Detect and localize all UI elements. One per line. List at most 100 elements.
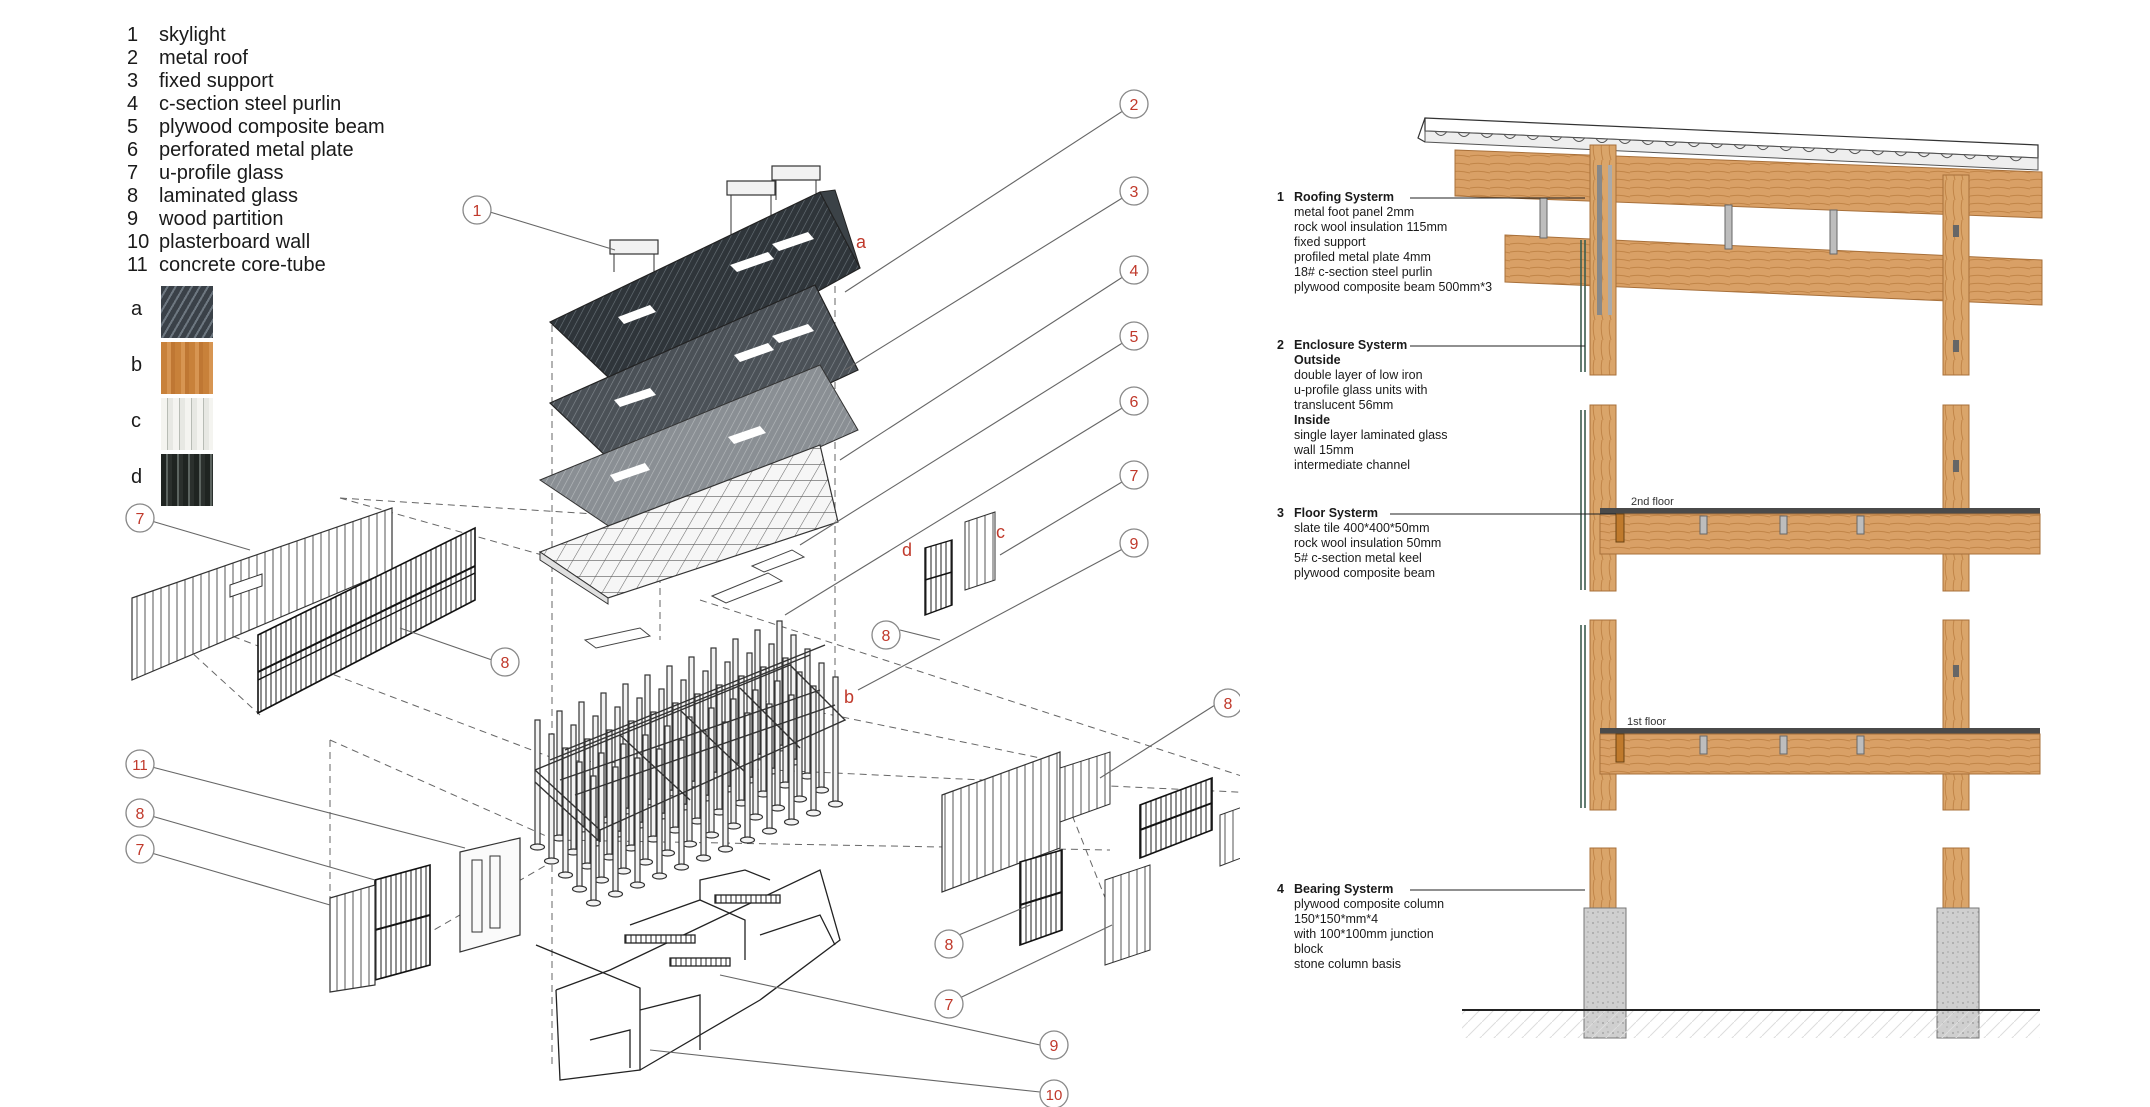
insulation-roof-layer — [548, 284, 859, 478]
column — [656, 748, 663, 875]
column-structure — [529, 620, 844, 907]
column — [570, 724, 577, 851]
column-footing — [651, 872, 668, 880]
right-u-profile-glass-wall — [941, 751, 1111, 893]
lower-left-u-glass-wall — [329, 884, 376, 993]
spec-subheading: Outside — [1294, 353, 1341, 367]
column-footing — [585, 899, 602, 907]
metal-roof-layer — [548, 189, 861, 397]
legend-label: skylight — [159, 24, 226, 46]
svg-text:9: 9 — [1130, 536, 1139, 553]
column-footing — [739, 836, 756, 844]
callout-8: 8 — [1213, 688, 1240, 718]
spec-line: block — [1294, 942, 1324, 956]
legend-label: fixed support — [159, 70, 274, 92]
column-footing — [629, 881, 646, 889]
roof-rib — [1549, 136, 1563, 141]
dark-glass-swatch — [161, 454, 213, 506]
spec-line: intermediate channel — [1294, 458, 1411, 472]
roof-rib — [1572, 137, 1586, 143]
spec-line: rock wool insulation 50mm — [1294, 536, 1442, 550]
column-footing — [529, 843, 546, 851]
roof-rib — [1687, 142, 1701, 148]
column-footing — [557, 871, 574, 879]
material-letter: a — [131, 298, 143, 320]
svg-text:1: 1 — [473, 203, 482, 220]
legend-label: plasterboard wall — [159, 231, 311, 253]
callout-7: 7 — [125, 503, 155, 533]
column — [628, 720, 635, 847]
legend-number: 11 — [127, 254, 148, 276]
roof-rib — [1963, 154, 1977, 160]
callout-9: 9 — [1039, 1030, 1069, 1060]
svg-text:7: 7 — [945, 997, 954, 1014]
spec-line: translucent 56mm — [1294, 398, 1394, 412]
column — [782, 657, 789, 784]
spec-line: u-profile glass units with — [1294, 383, 1428, 397]
spec-line: profiled metal plate 4mm — [1294, 250, 1431, 264]
legend-label: plywood composite beam — [159, 116, 385, 138]
spec-line: slate tile 400*400*50mm — [1294, 521, 1430, 535]
material-letter: b — [131, 354, 143, 376]
svg-text:9: 9 — [1050, 1038, 1059, 1055]
callout-2: 2 — [1119, 89, 1149, 119]
column — [774, 680, 781, 807]
column-footing — [543, 857, 560, 865]
spec-line: stone column basis — [1294, 957, 1402, 971]
legend-label: c-section steel purlin — [159, 93, 342, 115]
spec-line: 18# c-section steel purlin — [1294, 265, 1433, 279]
column — [788, 694, 795, 821]
roof-rib — [1802, 147, 1816, 153]
callout-8: 8 — [125, 798, 155, 828]
material-tag-b: b — [844, 687, 854, 707]
column — [606, 729, 613, 856]
legend-number: 7 — [127, 162, 139, 184]
exploded-axonometric: 1 2 3 4 5 6 7 7 7 7 8 8 8 8 8 9 9 10 11 … — [125, 89, 1240, 1107]
callout-4: 4 — [1119, 255, 1149, 285]
spec-line: fixed support — [1294, 235, 1366, 249]
column — [694, 693, 701, 820]
callout-markers: 1 2 3 4 5 6 7 7 7 7 8 8 8 8 8 9 9 10 11 — [125, 89, 1240, 1107]
second-floor-slab — [1599, 508, 2041, 555]
svg-text:7: 7 — [136, 511, 145, 528]
legend-number: 6 — [127, 139, 139, 161]
roof-rib — [1825, 148, 1839, 154]
svg-text:3: 3 — [1130, 184, 1139, 201]
callout-6: 6 — [1119, 386, 1149, 416]
roof-rib — [1779, 146, 1793, 152]
column — [664, 725, 671, 852]
glass-enclosure-lines — [1580, 240, 1586, 808]
svg-text:5: 5 — [1130, 329, 1139, 346]
svg-text:7: 7 — [1130, 468, 1139, 485]
column-footing — [673, 863, 690, 871]
spec-line: plywood composite beam 500mm*3 — [1294, 280, 1493, 294]
lower-left-laminated-wall — [374, 863, 431, 982]
roof-rib — [1940, 153, 1954, 159]
profiled-metal-plate-layer — [538, 364, 859, 536]
svg-text:8: 8 — [1224, 696, 1233, 713]
callout-3: 3 — [1119, 176, 1149, 206]
column — [744, 712, 751, 839]
left-column — [1589, 144, 1617, 911]
column-footing — [827, 800, 844, 808]
roof-rib — [1848, 149, 1862, 155]
callout-5: 5 — [1119, 321, 1149, 351]
material-tag-d: d — [902, 540, 912, 560]
spec-line: rock wool insulation 115mm — [1294, 220, 1448, 234]
spec-line: single layer laminated glass — [1294, 428, 1448, 442]
legend-number: 1 — [127, 24, 139, 46]
column-footing — [761, 827, 778, 835]
column — [818, 662, 825, 789]
